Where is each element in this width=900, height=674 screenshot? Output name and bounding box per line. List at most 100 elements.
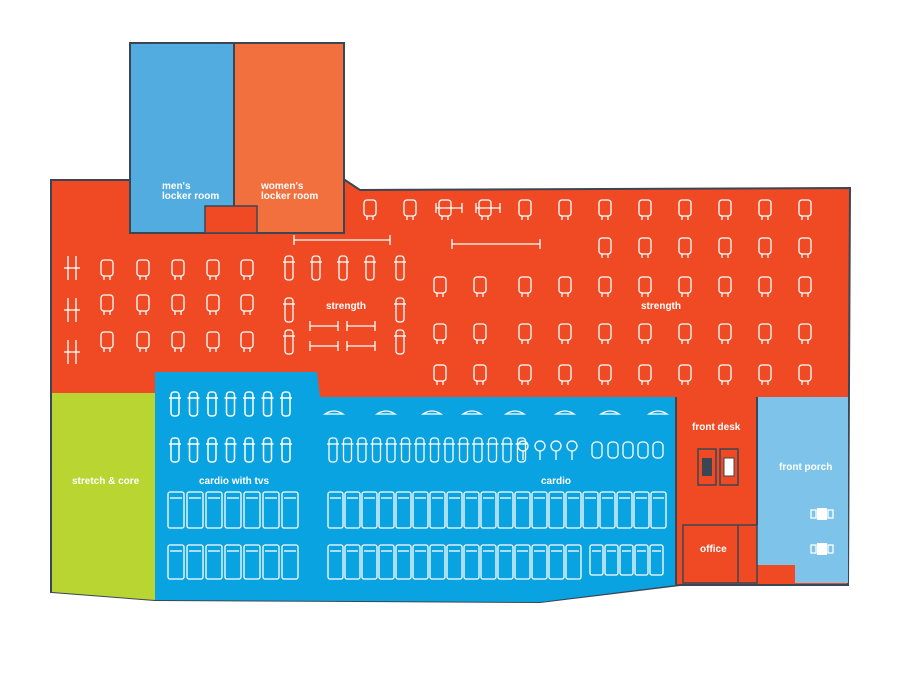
bike-icon	[394, 329, 406, 355]
strength-machine-icon	[558, 323, 572, 344]
fan-icon	[322, 410, 346, 415]
strength-machine-icon	[206, 331, 220, 352]
treadmill-icon	[327, 491, 344, 529]
fan-icon	[503, 410, 527, 415]
strength-machine-icon	[718, 276, 732, 297]
treadmill-icon	[395, 491, 412, 529]
locker-entry	[204, 205, 258, 234]
womens-locker-room[interactable]	[233, 42, 345, 234]
strength-machine-icon	[473, 276, 487, 297]
strength-machine-icon	[598, 199, 612, 220]
strength-machine-icon	[638, 199, 652, 220]
treadmill-icon	[480, 544, 497, 580]
strength-machine-icon	[518, 199, 532, 220]
bench-icon	[346, 321, 376, 331]
equipment-layer	[64, 199, 834, 580]
rack-icon	[64, 340, 80, 364]
bike-icon	[414, 437, 426, 463]
bike-icon	[501, 437, 513, 463]
bike-icon	[341, 437, 354, 463]
rack-icon	[64, 298, 80, 322]
treadmill-icon	[205, 491, 223, 529]
bike-icon	[169, 437, 181, 463]
treadmill-icon	[429, 491, 446, 529]
elliptical-icon	[591, 441, 603, 459]
strength-machine-icon	[433, 276, 447, 297]
fan-icon	[460, 410, 484, 415]
strength-machine-icon	[171, 294, 185, 315]
bike-icon	[457, 437, 470, 463]
office-area[interactable]	[682, 524, 758, 584]
bike-icon	[310, 255, 322, 281]
womens-locker-label: women's locker room	[260, 181, 318, 202]
strength-machine-icon	[240, 259, 254, 280]
bike-icon	[206, 437, 218, 463]
strength-machine-icon	[678, 364, 692, 385]
strength-machine-icon	[240, 331, 254, 352]
front-desk-counter[interactable]	[697, 448, 739, 486]
bike-icon	[187, 437, 200, 463]
treadmill-icon	[650, 491, 667, 529]
bike-icon	[243, 391, 255, 417]
treadmill-icon	[224, 491, 242, 529]
treadmill-icon	[361, 544, 378, 580]
front-porch-area[interactable]	[757, 397, 848, 583]
strength-machine-icon	[558, 276, 572, 297]
bench-icon	[435, 203, 463, 213]
treadmill-icon	[262, 544, 280, 580]
strength-machine-icon	[598, 276, 612, 297]
strength-machine-icon	[598, 364, 612, 385]
bike-icon	[443, 437, 455, 463]
strength-machine-icon	[798, 323, 812, 344]
strength-machine-icon	[240, 294, 254, 315]
bike-icon	[486, 437, 499, 463]
mens-locker-label: men's locker room	[162, 181, 219, 202]
treadmill-icon	[361, 491, 378, 529]
bike-icon	[394, 255, 406, 281]
treadmill-icon	[565, 491, 582, 529]
treadmill-icon	[186, 544, 204, 580]
bike-icon	[356, 437, 368, 463]
fan-icon	[420, 410, 444, 415]
treadmill-icon	[634, 544, 649, 576]
treadmill-icon	[378, 544, 395, 580]
strength-machine-icon	[798, 276, 812, 297]
treadmill-icon	[429, 544, 446, 580]
strength-machine-icon	[718, 364, 732, 385]
table-icon	[810, 543, 834, 555]
strength-machine-icon	[718, 199, 732, 220]
treadmill-icon	[548, 491, 565, 529]
fan-icon	[374, 410, 398, 415]
bench-icon	[451, 239, 541, 249]
treadmill-icon	[531, 491, 548, 529]
elliptical-icon	[517, 440, 529, 460]
treadmill-icon	[582, 491, 599, 529]
bike-icon	[187, 391, 200, 417]
treadmill-icon	[378, 491, 395, 529]
strength-machine-icon	[558, 199, 572, 220]
strength-machine-icon	[638, 276, 652, 297]
mens-locker-room[interactable]	[129, 42, 235, 234]
treadmill-icon	[167, 544, 185, 580]
bench-icon	[475, 203, 501, 213]
cardio-area[interactable]	[155, 372, 676, 602]
office-label: office	[700, 544, 727, 555]
strength-machine-icon	[171, 259, 185, 280]
stretch-core-area[interactable]	[52, 393, 155, 600]
treadmill-icon	[463, 491, 480, 529]
treadmill-icon	[589, 544, 604, 576]
strength-machine-icon	[798, 364, 812, 385]
treadmill-icon	[514, 544, 531, 580]
treadmill-icon	[412, 491, 429, 529]
bike-icon	[283, 329, 295, 355]
treadmill-icon	[604, 544, 619, 576]
strength-machine-icon	[363, 199, 377, 220]
strength-machine-icon	[518, 364, 532, 385]
bike-icon	[370, 437, 383, 463]
front-desk-label: front desk	[692, 422, 741, 433]
treadmill-icon	[344, 491, 361, 529]
treadmill-icon	[262, 491, 280, 529]
bike-icon	[327, 437, 339, 463]
strength-machine-icon	[678, 237, 692, 258]
mens-locker-label-line2: locker room	[162, 191, 219, 202]
